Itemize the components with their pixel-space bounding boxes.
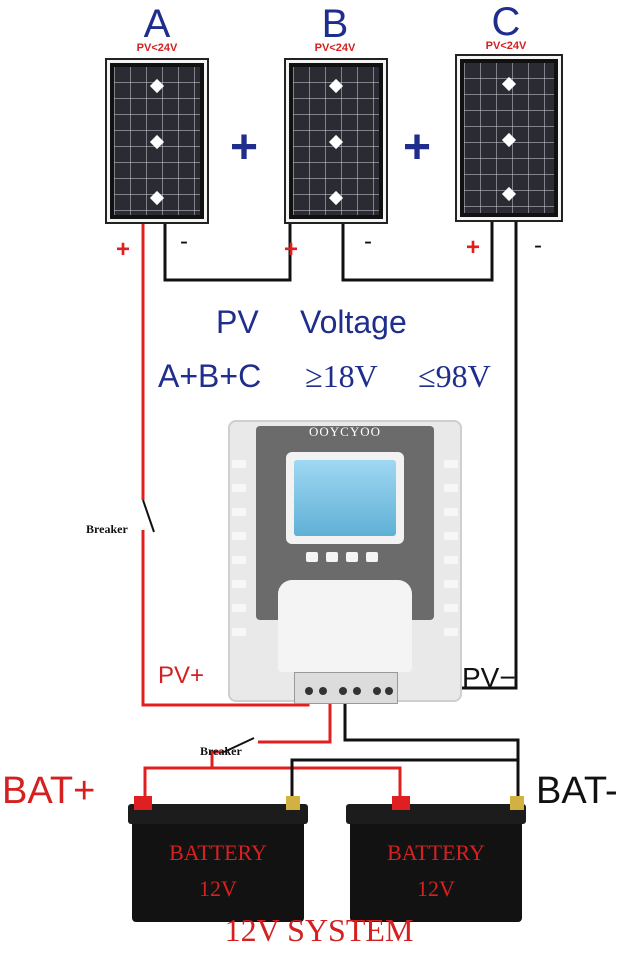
battery-negative-jumper — [290, 758, 518, 802]
panel-a-positive-sign: + — [116, 236, 131, 263]
formula-max-voltage: ≤98V — [418, 358, 491, 394]
solar-panel-a — [105, 58, 209, 224]
pv-heading-word: PV — [216, 304, 259, 340]
battery-2-label: BATTERY — [387, 840, 485, 865]
panel-c-letter: C — [491, 0, 521, 44]
panel-b-note: PV<24V — [314, 42, 356, 54]
system-voltage-label: 12V SYSTEM — [224, 912, 414, 948]
series-plus-ab: + — [230, 121, 259, 174]
terminal-screw — [373, 687, 381, 695]
panel-c-note: PV<24V — [485, 40, 527, 52]
controller-display — [286, 452, 404, 544]
battery-2-voltage: 12V — [417, 876, 455, 901]
controller-button[interactable] — [346, 552, 358, 562]
battery-breaker-label: Breaker — [200, 744, 242, 758]
series-link-bc — [341, 222, 494, 282]
battery-breaker-switch — [223, 737, 255, 753]
controller-button[interactable] — [326, 552, 338, 562]
battery-2: BATTERY 12V — [346, 796, 526, 922]
terminal-screw — [319, 687, 327, 695]
terminal-screw — [385, 687, 393, 695]
controller-button[interactable] — [306, 552, 318, 562]
solar-panel-c — [455, 54, 563, 222]
panel-b-letter: B — [321, 2, 349, 46]
battery-1-negative-terminal — [286, 796, 300, 810]
battery-1-label: BATTERY — [169, 840, 267, 865]
series-plus-bc: + — [403, 121, 432, 174]
controller-lcd — [294, 460, 396, 536]
pv-breaker-switch — [142, 499, 155, 533]
battery-1: BATTERY 12V — [128, 796, 308, 922]
formula-sum: A+B+C — [158, 358, 262, 394]
controller-terminal-block — [294, 672, 398, 704]
formula-min-voltage: ≥18V — [305, 358, 378, 394]
pv-positive-label: PV+ — [158, 662, 205, 689]
controller-brand: OOYCYOO — [309, 424, 381, 439]
battery-1-voltage: 12V — [199, 876, 237, 901]
battery-positive-wire — [258, 700, 332, 744]
battery-2-positive-terminal — [392, 796, 410, 810]
charge-controller: OOYCYOO — [228, 420, 462, 704]
panel-a-letter: A — [143, 2, 171, 46]
panel-c-positive-sign: + — [466, 234, 481, 261]
terminal-screw — [339, 687, 347, 695]
series-link-ab — [163, 222, 292, 282]
battery-positive-label: BAT+ — [2, 770, 96, 812]
terminal-screw — [305, 687, 313, 695]
battery-2-negative-terminal — [510, 796, 524, 810]
battery-positive-jumper — [212, 766, 402, 802]
panel-b-negative-sign: - — [364, 228, 372, 255]
panel-c-negative-sign: - — [534, 232, 542, 259]
panel-b-positive-sign: + — [284, 236, 299, 263]
negative-wires — [163, 222, 520, 802]
battery-1-positive-terminal — [134, 796, 152, 810]
solar-panel-b — [284, 58, 388, 224]
pv-breaker-label: Breaker — [86, 522, 128, 536]
voltage-heading-word: Voltage — [300, 304, 407, 340]
battery-positive-bus — [143, 750, 224, 802]
battery-negative-wire — [343, 700, 520, 802]
terminal-screw — [353, 687, 361, 695]
pv-negative-label: PV− — [462, 662, 516, 693]
panel-a-note: PV<24V — [136, 42, 178, 54]
panel-a-negative-sign: - — [180, 228, 188, 255]
pv-negative-wire — [460, 222, 518, 690]
battery-negative-label: BAT- — [536, 770, 618, 812]
controller-button[interactable] — [366, 552, 378, 562]
